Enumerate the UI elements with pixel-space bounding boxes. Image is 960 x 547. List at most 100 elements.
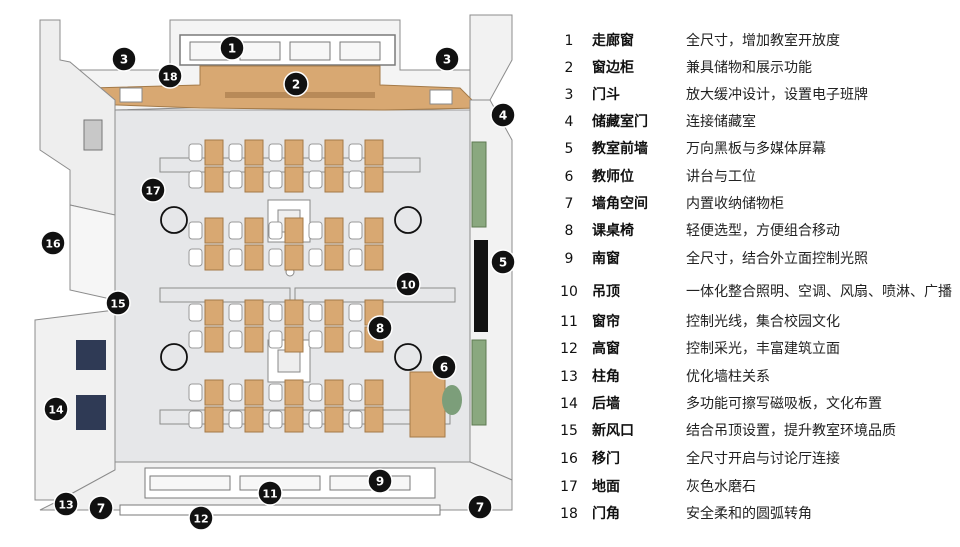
legend-name: 课桌椅 (592, 223, 634, 239)
desk (204, 326, 224, 353)
desk (204, 299, 224, 326)
legend-name: 后墙 (592, 396, 620, 412)
chair (348, 383, 363, 402)
legend-name: 南窗 (592, 251, 620, 267)
desk (324, 139, 344, 166)
chair (188, 170, 203, 189)
legend-number: 2 (564, 60, 574, 76)
desk (244, 139, 264, 166)
legend-number: 14 (560, 396, 578, 412)
chair (268, 248, 283, 267)
marker-label: 12 (193, 513, 208, 526)
desk (204, 139, 224, 166)
legend-name: 窗帘 (592, 314, 620, 330)
desk (204, 217, 224, 244)
desk (324, 217, 344, 244)
marker-13: 13 (53, 491, 79, 517)
marker-10: 10 (395, 271, 421, 297)
legend-name: 墙角空间 (592, 196, 648, 212)
marker-label: 6 (440, 361, 448, 375)
marker-8: 8 (367, 315, 393, 341)
marker-5: 5 (490, 249, 516, 275)
chair (268, 143, 283, 162)
desk (284, 166, 304, 193)
legend-description: 全尺寸开启与讨论厅连接 (686, 451, 840, 467)
desk (244, 379, 264, 406)
chair (308, 221, 323, 240)
legend-description: 灰色水磨石 (686, 479, 756, 495)
legend-description: 讲台与工位 (686, 169, 756, 185)
marker-label: 17 (145, 185, 160, 198)
desk-group (188, 139, 384, 433)
chair (228, 410, 243, 429)
marker-label: 2 (292, 78, 300, 92)
legend-description: 兼具储物和展示功能 (686, 60, 812, 76)
legend-name: 门斗 (592, 87, 620, 103)
marker-4: 4 (490, 102, 516, 128)
desk (284, 379, 304, 406)
legend-name: 走廊窗 (592, 33, 634, 49)
marker-1: 1 (219, 35, 245, 61)
chair (188, 143, 203, 162)
legend-description: 安全柔和的圆弧转角 (686, 506, 812, 522)
marker-14: 14 (43, 396, 69, 422)
marker-label: 10 (400, 279, 416, 292)
legend-name: 吊顶 (592, 284, 620, 300)
marker-label: 9 (376, 475, 384, 489)
marker-7: 7 (88, 495, 114, 521)
legend-number: 17 (560, 479, 578, 495)
desk (244, 217, 264, 244)
chair (268, 330, 283, 349)
desk (204, 166, 224, 193)
desk (364, 406, 384, 433)
legend-number: 11 (560, 314, 578, 330)
cabinet-display (119, 87, 143, 103)
desk (364, 166, 384, 193)
legend-name: 教师位 (592, 169, 634, 185)
legend-description: 放大缓冲设计，设置电子班牌 (686, 87, 868, 103)
chair (308, 143, 323, 162)
chair (228, 248, 243, 267)
legend-item: 14 后墙 多功能可擦写磁吸板，文化布置 (558, 393, 958, 415)
desk (364, 379, 384, 406)
legend-description: 连接储藏室 (686, 114, 756, 130)
chair (308, 170, 323, 189)
legend-description: 多功能可擦写磁吸板，文化布置 (686, 396, 882, 412)
chair (308, 248, 323, 267)
chair (348, 303, 363, 322)
legend-number: 18 (560, 506, 578, 522)
chair (188, 248, 203, 267)
legend-number: 9 (564, 251, 574, 267)
teacher-desk (409, 371, 446, 438)
legend-number: 7 (564, 196, 574, 212)
marker-18: 18 (157, 63, 183, 89)
desk (204, 244, 224, 271)
chair (188, 383, 203, 402)
legend-name: 柱角 (592, 369, 620, 385)
chair (228, 303, 243, 322)
desk (244, 326, 264, 353)
marker-label: 18 (162, 71, 177, 84)
marker-12: 12 (188, 505, 214, 531)
legend-description: 轻便选型，方便组合移动 (686, 223, 840, 239)
legend-number: 1 (564, 33, 574, 49)
legend-name: 新风口 (592, 423, 634, 439)
chair (188, 303, 203, 322)
marker-label: 16 (45, 238, 61, 251)
chair (308, 330, 323, 349)
marker-label: 5 (499, 256, 507, 270)
marker-3: 3 (434, 46, 460, 72)
